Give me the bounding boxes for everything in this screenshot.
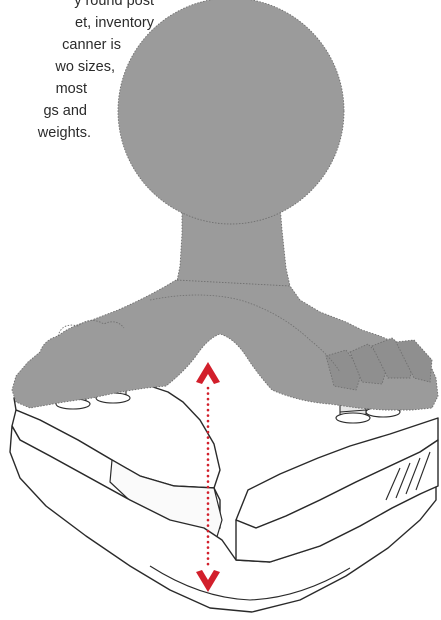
clamp-base <box>10 384 438 612</box>
description-line: gs and <box>0 100 87 122</box>
description-line: canner is <box>0 34 121 56</box>
rubber-base <box>12 280 438 410</box>
description-line: et, inventory <box>0 12 154 34</box>
description-line: wo sizes, <box>0 56 115 78</box>
arrow-head-top <box>196 362 220 384</box>
description-line: most <box>0 78 87 100</box>
product-description-text: y round post et, inventory canner is wo … <box>0 0 160 144</box>
description-line: y round post <box>0 0 154 12</box>
description-line: weights. <box>0 122 91 144</box>
